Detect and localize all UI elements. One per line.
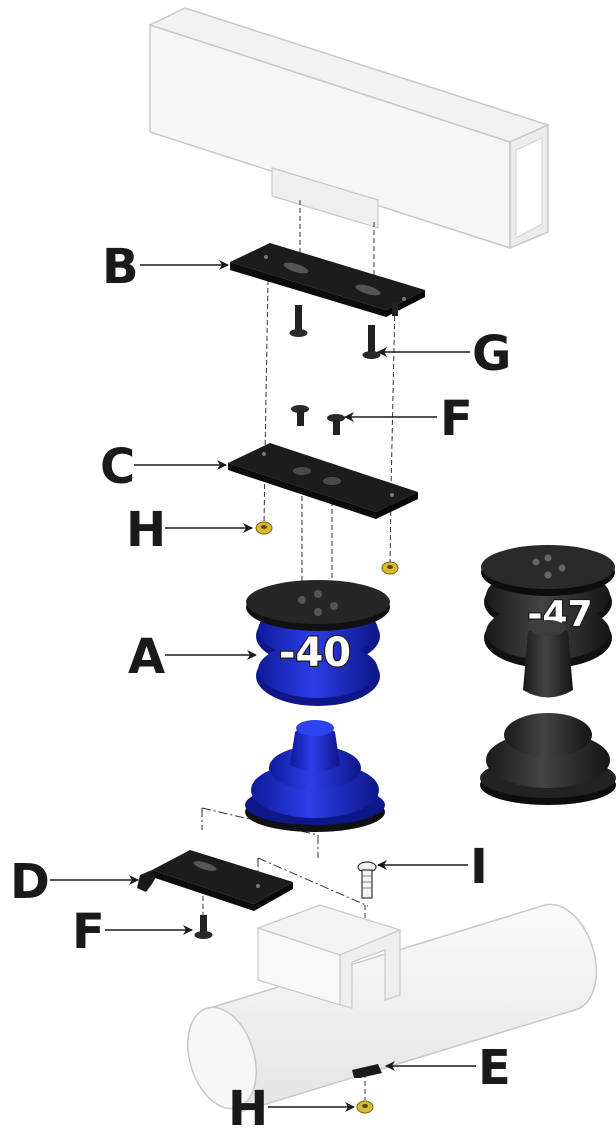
callout-i: I [470, 839, 488, 895]
bumpstop-black [480, 620, 616, 805]
axle-tube [187, 903, 598, 1113]
bolt-g [362, 325, 381, 359]
nut-h-lower [356, 1100, 374, 1114]
callout-c: C [100, 439, 135, 495]
plate-b [230, 243, 425, 317]
callout-h-top: H [126, 502, 166, 558]
frame-rail [147, 7, 551, 250]
bolt-g-left [289, 305, 308, 337]
spring-a-blue [246, 580, 390, 706]
bracket-d [137, 850, 293, 911]
bolt-i [357, 861, 377, 899]
bumpstop-blue [245, 720, 385, 832]
callout-a: A [128, 629, 165, 685]
nut-h-right [381, 561, 399, 575]
callout-d: D [10, 854, 50, 910]
callout-g: G [472, 326, 511, 382]
nut-h-left [255, 521, 273, 535]
bolt-f-lower [194, 915, 213, 939]
bolt-g-right [392, 302, 398, 316]
bolt-f-right [327, 414, 345, 435]
callout-f-bottom: F [72, 904, 105, 960]
bolt-f-left [291, 405, 309, 426]
clip-e [352, 1064, 382, 1078]
callout-b: B [102, 239, 139, 295]
callout-h-bottom: H [228, 1081, 268, 1129]
axle-saddle [256, 904, 402, 1009]
callout-f-top: F [440, 391, 473, 447]
badge-blue-spring: -40 [279, 630, 351, 676]
leader-lines [50, 260, 476, 1112]
callout-e: E [478, 1040, 511, 1096]
plate-c [228, 443, 418, 519]
